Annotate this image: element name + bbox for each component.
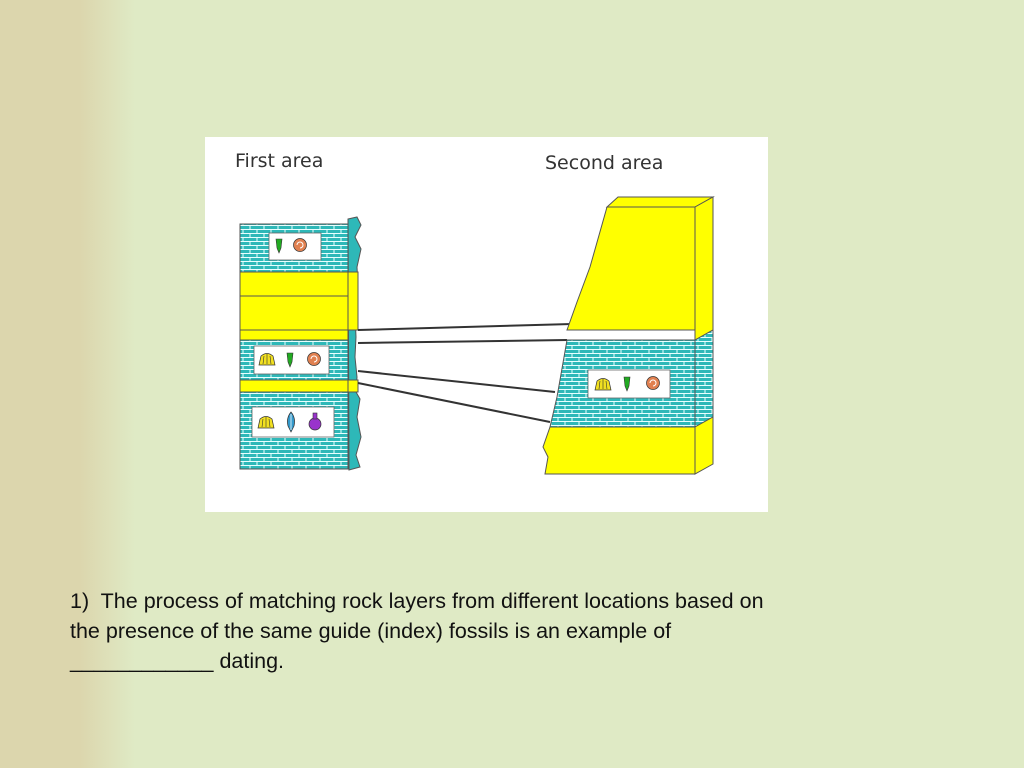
first-area-layer-index-fossil-limestone xyxy=(239,339,349,381)
first-area-label: First area xyxy=(235,150,323,172)
question-text: 1) The process of matching rock layers f… xyxy=(70,586,930,676)
first-area-layer-sandstone-3 xyxy=(239,379,349,393)
shell-fossil-icon xyxy=(258,353,276,366)
first-area-layer-sandstone-thin xyxy=(239,329,349,341)
first-area-layer-sandstone-1 xyxy=(239,271,349,297)
shell-fossil-icon xyxy=(594,378,612,391)
fish-fossil-icon xyxy=(623,376,631,392)
question-line-2: the presence of the same guide (index) f… xyxy=(70,619,672,643)
first-area-column xyxy=(239,216,362,471)
fish-fossil-icon xyxy=(275,238,283,254)
second-area-layer-index-fossil-limestone xyxy=(549,329,714,428)
fish-fossil-icon xyxy=(286,352,294,368)
ammonite-fossil-icon xyxy=(293,238,307,252)
second-area-label: Second area xyxy=(545,152,663,174)
second-area-layer-bottom-sandstone xyxy=(542,426,696,475)
ammonite-fossil-icon xyxy=(307,352,321,366)
second-area-column xyxy=(542,196,715,475)
shell-fossil-icon xyxy=(257,416,275,429)
question-line-3: ____________ dating. xyxy=(70,649,285,673)
squid-fossil-icon xyxy=(308,412,322,431)
slide-side-band xyxy=(0,0,135,768)
correlation-lines xyxy=(357,323,573,423)
rock-correlation-diagram: First area Second area xyxy=(205,137,768,512)
ammonite-fossil-icon xyxy=(646,376,660,390)
second-area-layer-top-sandstone xyxy=(566,206,696,331)
belemnite-fossil-icon xyxy=(287,411,295,433)
first-area-layer-top-limestone xyxy=(239,223,349,273)
question-line-1: 1) The process of matching rock layers f… xyxy=(70,589,764,613)
first-area-layer-sandstone-2 xyxy=(239,295,349,331)
first-area-layer-bottom-limestone xyxy=(239,391,349,470)
